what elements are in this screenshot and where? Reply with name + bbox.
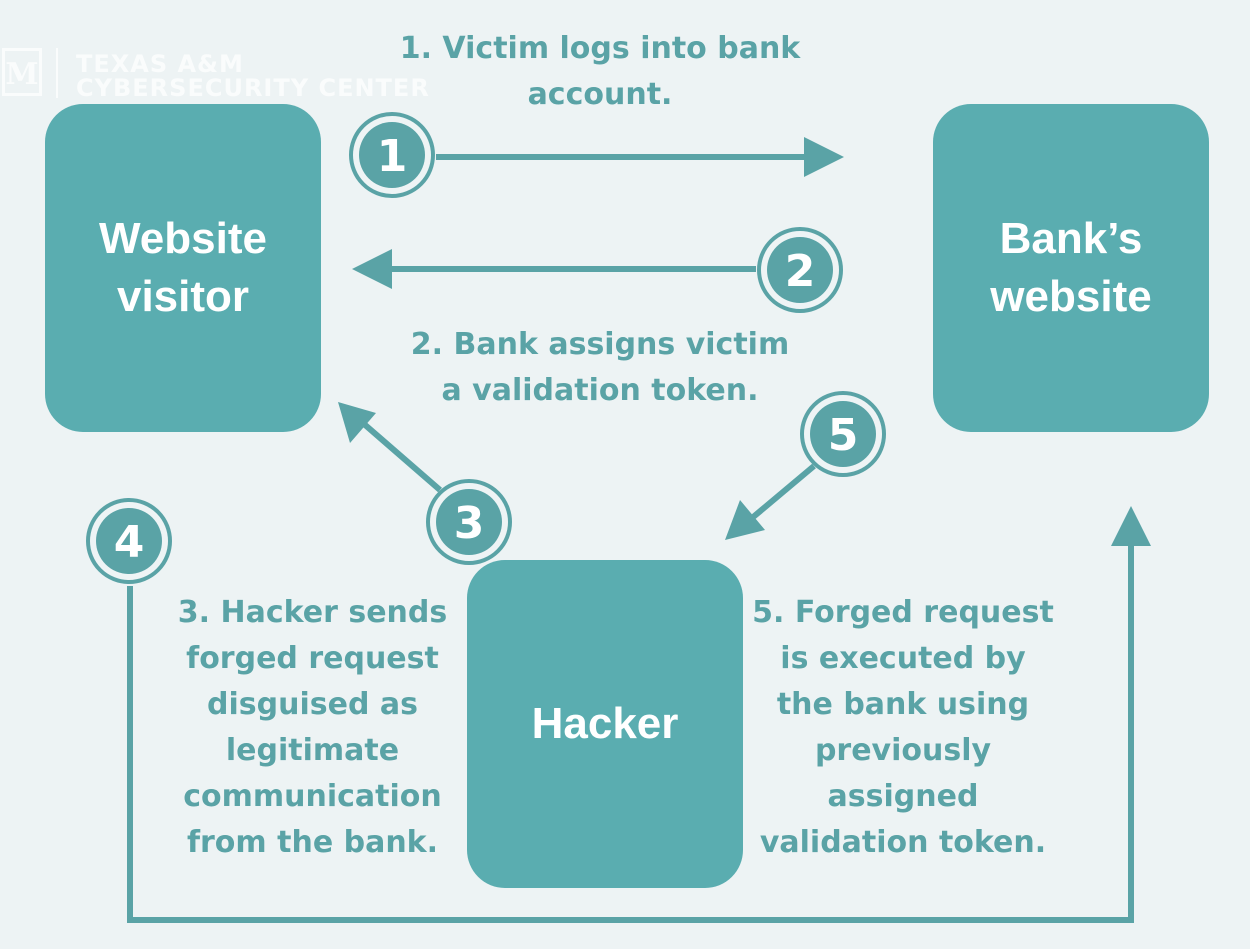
step-2-description-line: 2. Bank assigns victim [410,327,790,362]
step-3-number: 3 [454,498,485,549]
arrow-step-3 [338,402,442,493]
step-3-description: 3. Hacker sends forged request disguised… [160,590,465,866]
step-3-description-line: from the bank. [186,825,439,860]
tamu-logo-icon: M [2,48,42,96]
banks-website-label-line-2: website [990,272,1152,321]
hacker-box: Hacker [467,560,743,888]
website-visitor-label-line-1: Website [99,214,267,263]
step-5-number: 5 [828,410,859,461]
step-3-description-line: legitimate [225,733,400,768]
arrow-step-4 [127,506,1151,923]
step-3-badge: 3 [426,479,512,565]
step-3-description-line: forged request [186,641,439,676]
step-3-description-line: communication [183,779,442,814]
step-4-badge: 4 [86,498,172,584]
step-2-description-line: a validation token. [441,373,759,408]
step-3-description-line: disguised as [207,687,418,722]
step-5-description-line: is executed by [780,641,1026,676]
step-5-description: 5. Forged request is executed by the ban… [748,590,1058,866]
hacker-label: Hacker [531,699,679,748]
website-visitor-label-line-2: visitor [116,272,250,321]
step-5-description-line: 5. Forged request [752,595,1054,630]
step-5-description-line: previously [814,733,992,768]
step-1-description: 1. Victim logs into bank account. [380,26,820,118]
step-2-description: 2. Bank assigns victim a validation toke… [380,322,820,414]
arrow-step-5 [725,463,816,540]
banks-website-box: Bank’s website [933,104,1209,432]
banks-website-label-line-1: Bank’s [999,214,1143,263]
step-4-number: 4 [114,517,145,568]
step-1-description-line: 1. Victim logs into bank [399,31,801,66]
website-visitor-box: Website visitor [45,104,321,432]
watermark-line-2: CYBERSECURITY CENTER [76,74,430,102]
step-2-badge: 2 [757,227,843,313]
arrow-step-1 [436,137,844,177]
watermark-line-1: TEXAS A&M [76,50,244,78]
step-1-badge: 1 [349,112,435,198]
step-5-description-line: assigned [827,779,979,814]
arrow-step-2 [352,249,756,289]
step-2-number: 2 [785,246,816,297]
watermark-separator [56,48,58,98]
step-3-description-line: 3. Hacker sends [177,595,448,630]
step-5-badge: 5 [800,391,886,477]
step-1-number: 1 [377,131,408,182]
step-5-description-line: validation token. [759,825,1047,860]
step-5-description-line: the bank using [776,687,1030,722]
step-1-description-line: account. [527,77,673,112]
